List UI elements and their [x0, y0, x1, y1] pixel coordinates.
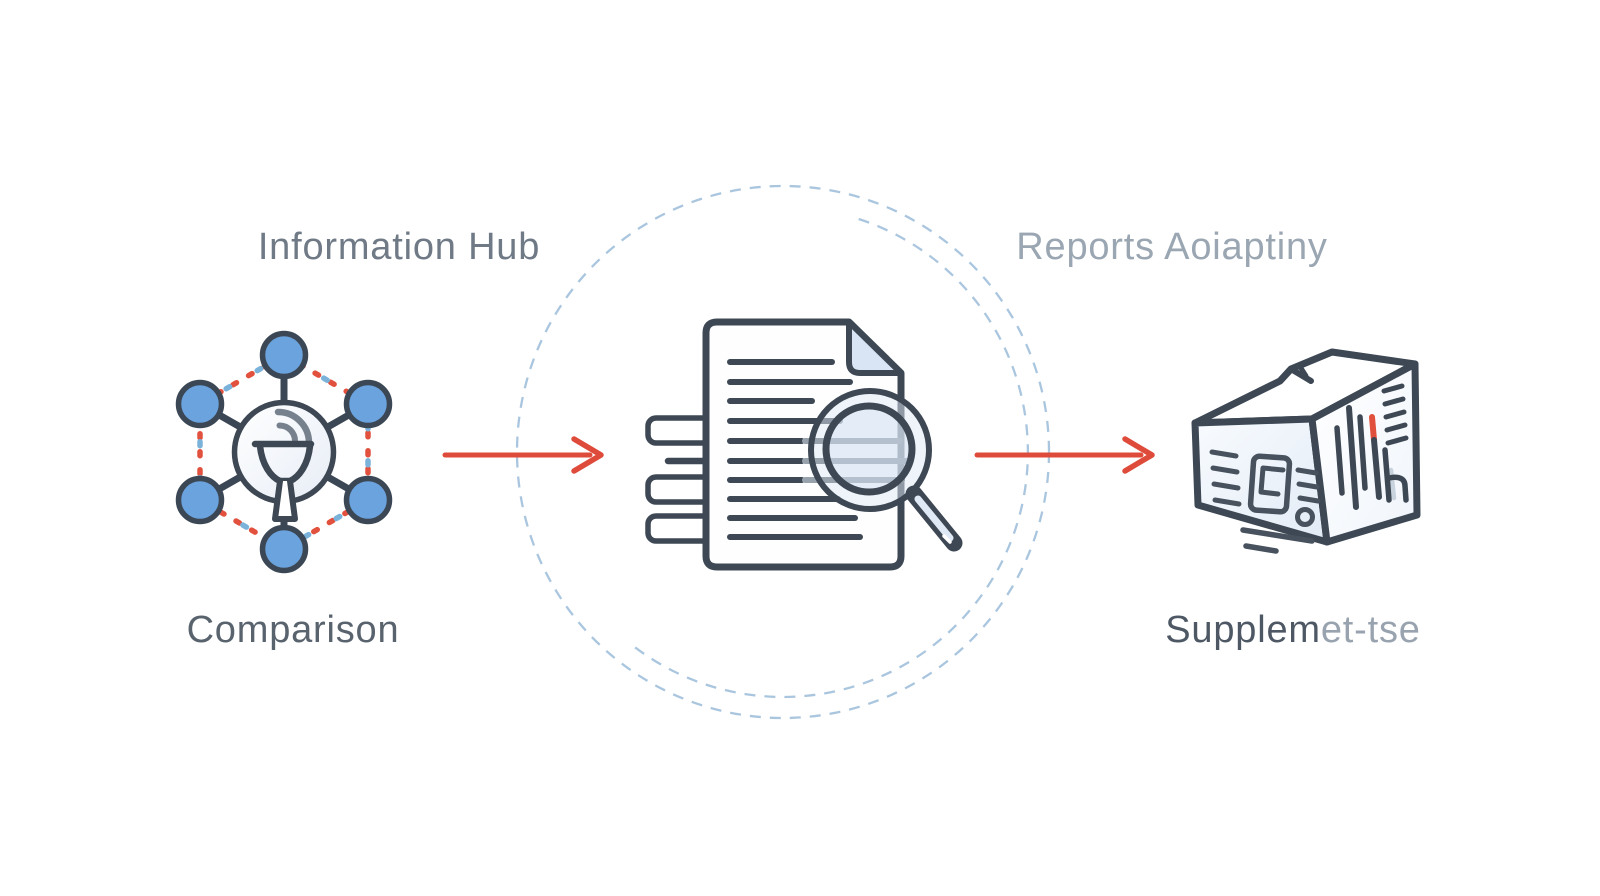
package-caption-part2: et-tse: [1320, 609, 1421, 651]
document-search-icon: [645, 318, 963, 571]
hub-caption-label: Comparison: [186, 609, 400, 651]
box-barcode-detail: [1334, 383, 1409, 510]
package-caption-label: Supplemet-tse: [1093, 609, 1493, 653]
hub-title-label: Information Hub: [257, 226, 541, 268]
dashed-orbit-circles: [515, 184, 1051, 720]
network-hub-icon: [175, 330, 393, 574]
box-label-detail: [1209, 449, 1321, 554]
hub-center-bulb-icon: [231, 399, 337, 522]
package-box-icon: [1191, 348, 1421, 554]
package-title-label: Reports Aoiaptiny: [1016, 226, 1328, 268]
magnifier-icon: [802, 388, 963, 552]
package-caption-part1: Supplem: [1165, 609, 1321, 651]
arrow-right-icon: [442, 436, 604, 474]
arrow-right-icon: [974, 436, 1155, 474]
